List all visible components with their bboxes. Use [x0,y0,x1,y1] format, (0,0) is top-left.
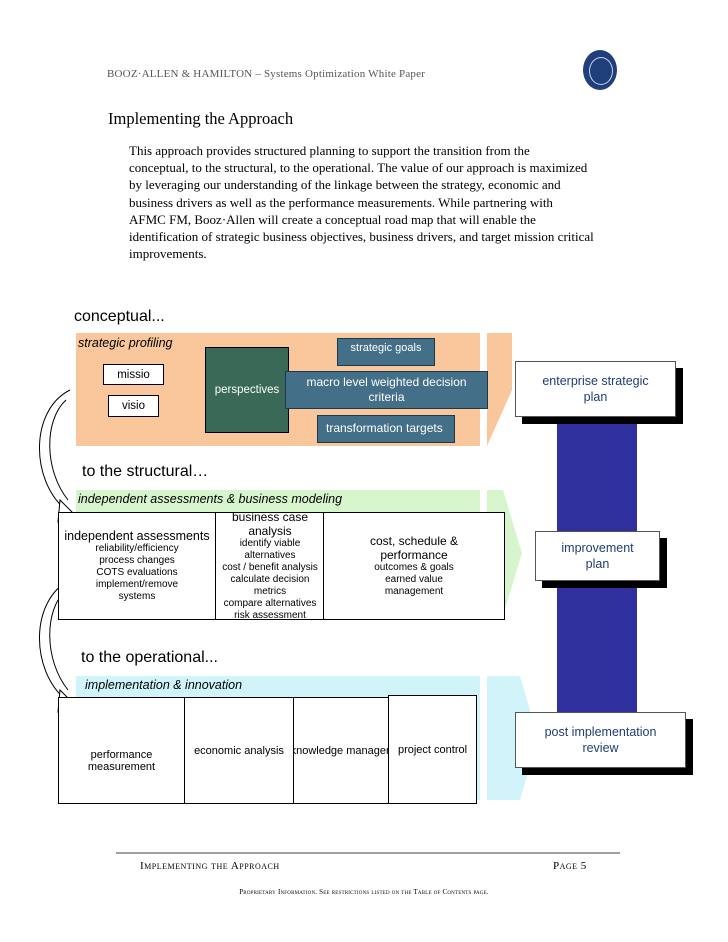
post-implementation-review-box: post implementation review [515,712,686,768]
assessment-item: process changes [99,555,175,566]
body-line: identification of strategic business obj… [129,229,594,245]
running-header: BOOZ·ALLEN & HAMILTON – Systems Optimiza… [107,68,425,80]
company-seal-logo [583,50,617,90]
band-label-strategic-profiling: strategic profiling [78,336,173,350]
performance-line2: measurement [87,760,156,773]
enterprise-plan-line1: enterprise strategic [542,374,649,388]
post-implementation-line2: review [582,741,619,755]
conceptual-chevron [487,333,512,446]
cost-schedule-item: earned value [385,574,443,585]
transformation-targets-box: transformation targets [317,415,455,443]
mission-label: missio [117,368,150,381]
cost-schedule-item: management [384,586,444,597]
business-case-title: business case analysis [231,512,309,538]
body-line: improvements. [129,246,207,262]
operational-chevron [487,676,538,800]
performance-measurement-box: performance measurement [58,697,185,804]
transformation-label: transformation targets [326,421,443,435]
perspectives-box: perspectives [205,347,289,433]
vision-box: visio [108,395,159,417]
enterprise-strategic-plan-box: enterprise strategic plan [515,361,676,417]
enterprise-plan-line2: plan [583,390,608,404]
vision-label: visio [121,400,145,412]
cost-schedule-performance-box: cost, schedule & performance outcomes & … [323,512,505,620]
project-control-label: project control [397,743,468,756]
economic-analysis-label: economic analysis [194,744,284,757]
body-line: business drivers as well as the performa… [129,194,553,210]
body-line: by leveraging our understanding of the l… [129,177,561,193]
curved-arrow-top [39,389,71,511]
improvement-plan-line2: plan [585,557,610,571]
business-case-item: identify viable alternatives [239,538,301,561]
independent-assessments-box: independent assessments reliability/effi… [58,512,216,620]
strategic-goals-label: strategic goals [350,342,422,354]
body-line: This approach provides structured planni… [129,143,530,158]
improvement-plan-line1: improvement [561,541,634,555]
band-label-assessments-modeling: independent assessments & business model… [78,492,343,506]
body-line: AFMC FM, Booz·Allen will create a concep… [129,211,536,227]
post-implementation-line1: post implementation [544,725,657,739]
cost-schedule-title-line1: cost, schedule & [369,534,459,548]
business-case-analysis-box: business case analysis identify viable a… [215,512,325,620]
economic-analysis-box: economic analysis [184,697,294,804]
body-paragraph: This approach provides structured planni… [129,142,629,262]
independent-assessments-title: independent assessments [64,529,210,543]
business-case-item: calculate decision metrics [230,574,310,597]
knowledge-management-label: knowledge management [293,744,408,757]
phase-heading-structural: to the structural… [82,463,209,480]
cost-schedule-item: outcomes & goals [374,562,454,573]
phase-heading-conceptual: conceptual... [74,308,165,325]
business-case-item: risk assessment [234,610,306,620]
improvement-plan-box: improvement plan [535,531,660,581]
assessment-item: systems [118,591,156,602]
phase-heading-operational: to the operational... [81,649,218,666]
business-case-item: compare alternatives [223,598,317,609]
cost-schedule-title-line2: performance [380,548,448,562]
section-title: Implementing the Approach [108,109,294,128]
assessment-item: implement/remove [95,579,179,590]
company-name: BOOZ·ALLEN & HAMILTON [107,68,253,80]
business-case-item: cost / benefit analysis [222,562,318,573]
strategic-goals-box: strategic goals [337,338,435,366]
macro-criteria-line2: criteria [368,390,405,404]
document-title: – Systems Optimization White Paper [255,68,426,80]
macro-criteria-box: macro level weighted decision criteria [285,371,488,409]
footer-section-name: Implementing the Approach [140,860,280,872]
curved-arrow-bottom [39,579,71,701]
mission-box: missio [103,364,164,385]
performance-line1: performance [90,748,153,761]
perspectives-label: perspectives [214,384,280,396]
curved-arrow-top-inner [49,399,69,501]
project-control-box: project control [388,695,477,804]
assessment-item: reliability/efficiency [95,543,179,554]
band-label-implementation-innovation: implementation & innovation [85,678,243,692]
proprietary-notice: Proprietary Information. See restriction… [239,888,489,896]
footer-page-number: Page 5 [553,860,587,872]
assessment-item: COTS evaluations [96,567,178,578]
macro-criteria-line1: macro level weighted decision [306,375,467,389]
body-line: conceptual, to the structural, to the op… [129,160,588,176]
